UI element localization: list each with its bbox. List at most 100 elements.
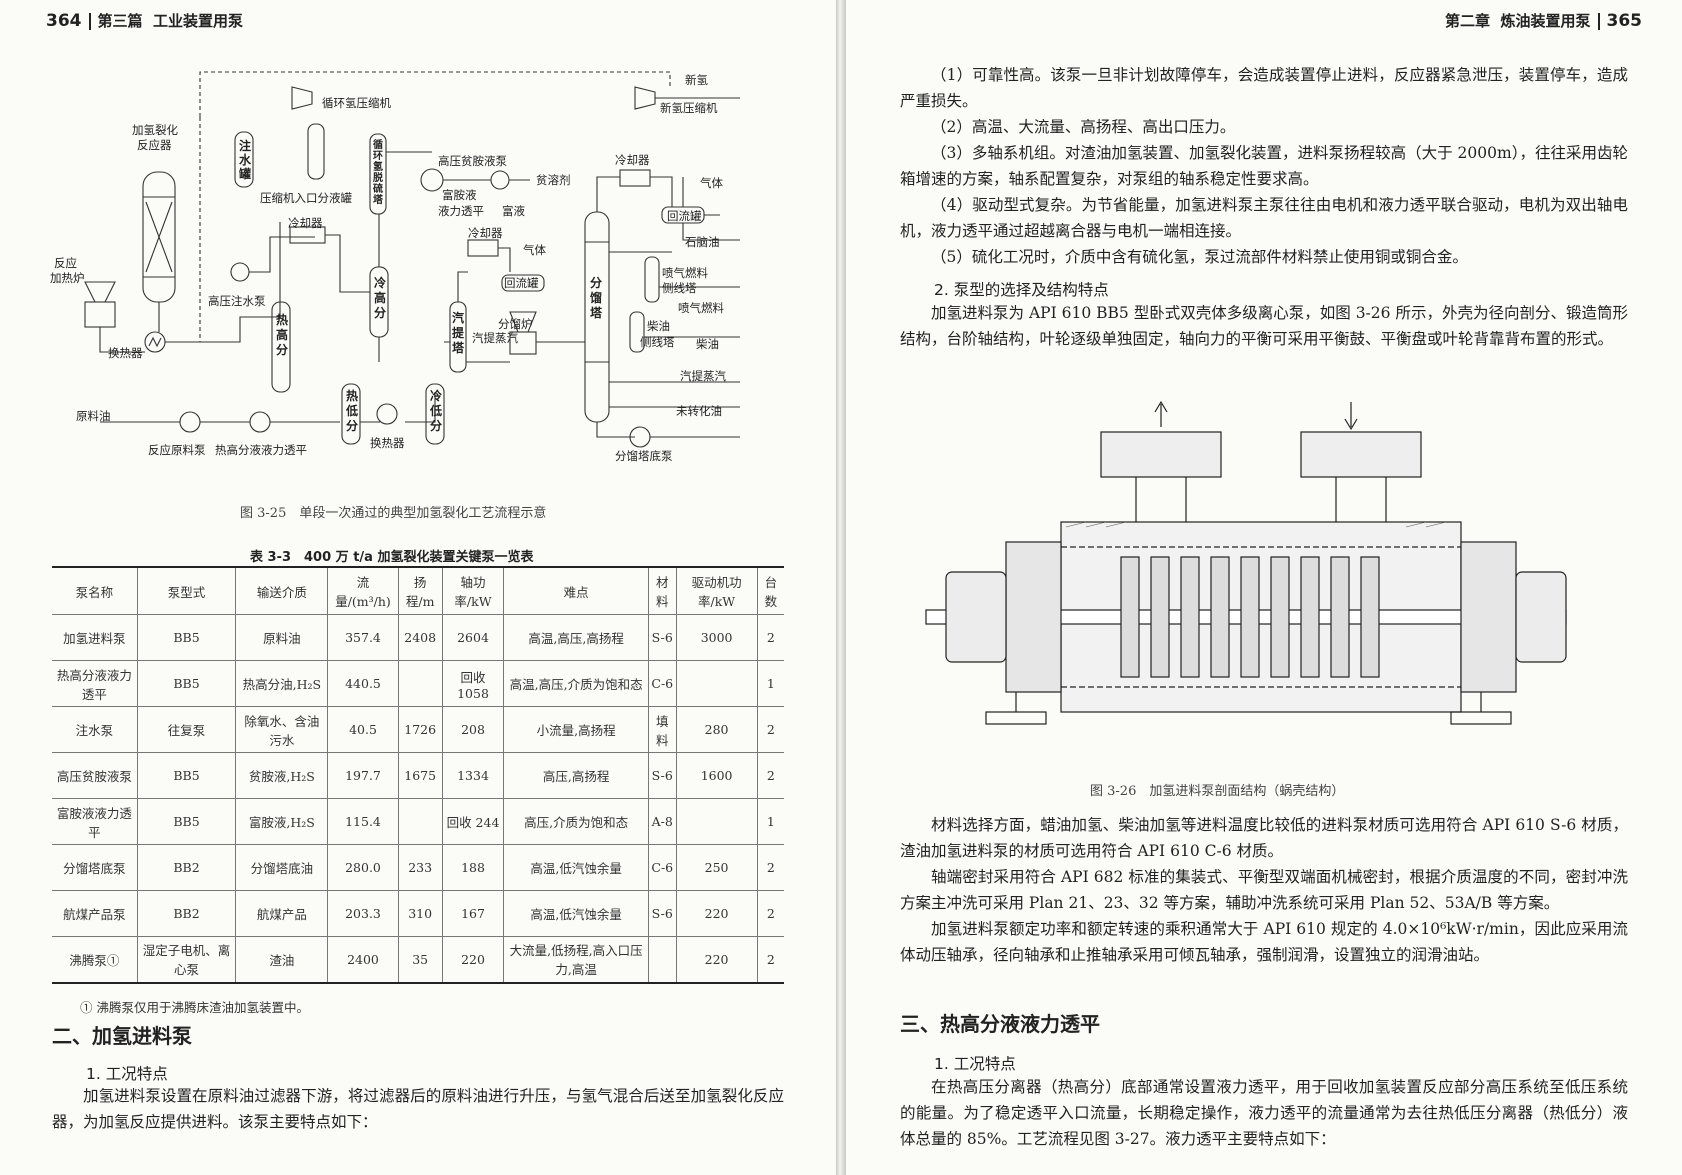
table-cell: 高温,高压,高扬程 (503, 614, 649, 661)
lbl-cold-hp-sep: 冷高分 (374, 275, 386, 320)
lbl-steam: 汽提蒸汽 (680, 369, 726, 383)
table-cell: 2 (756, 752, 784, 799)
lbl-feed-oil: 原料油 (76, 409, 111, 423)
table-cell: 2408 (397, 614, 443, 661)
lbl-cooler-1: 冷却器 (288, 216, 323, 230)
table-cell: BB2 (136, 890, 237, 937)
feed-pump-intro: 加氢进料泵设置在原料油过滤器下游，将过滤器后的原料油进行升压，与氢气混合后送至加… (52, 1087, 784, 1131)
lbl-naphtha: 石脑油 (685, 235, 720, 249)
table-header-cell: 台数 (756, 566, 784, 615)
table-header-cell: 难点 (503, 566, 649, 615)
table-cell: 2 (756, 706, 784, 753)
table-cell: 2 (756, 890, 784, 937)
lbl-furnace-2: 加热炉 (50, 271, 85, 285)
table-cell: 1675 (397, 752, 443, 799)
lbl-jet-side-1: 喷气燃料 (662, 266, 708, 280)
lbl-jet-fuel: 喷气燃料 (678, 301, 724, 315)
table-cell: 高温,低汽蚀余量 (503, 890, 649, 937)
table-cell: 高压,介质为饱和态 (503, 798, 649, 845)
lbl-recycle-compressor: 循环氢压缩机 (322, 96, 391, 110)
lbl-cold-lp-sep: 冷低分 (429, 388, 442, 433)
table-cell: 250 (675, 844, 758, 891)
table-cell: 沸腾泵① (52, 936, 138, 983)
table-cell: BB5 (136, 752, 237, 799)
lbl-desulf-tower: 循环氢脱硫塔 (373, 138, 384, 206)
table-header-cell: 材料 (647, 566, 677, 615)
subheading-turbine-conditions: 1. 工况特点 (934, 1055, 1016, 1073)
lbl-reflux-drum-2: 回流罐 (667, 209, 702, 223)
table-cell: 233 (397, 844, 443, 891)
lbl-lean-solvent: 贫溶剂 (536, 173, 571, 187)
table-cell: 航煤产品泵 (52, 890, 138, 937)
table-cell: BB5 (136, 614, 237, 661)
table-cell: 2 (756, 844, 784, 891)
lbl-cooler-3: 冷却器 (615, 153, 650, 167)
lbl-fract-furnace: 分馏炉 (498, 317, 533, 331)
table-cell: 分馏塔底油 (235, 844, 329, 891)
lbl-comp-inlet-drum: 压缩机入口分液罐 (260, 191, 352, 205)
table-cell: 大流量,低扬程,高入口压力,高温 (503, 936, 649, 983)
table-cell: 3000 (675, 614, 758, 661)
material-seal-power-paragraphs: 材料选择方面，蜡油加氢、柴油加氢等进料温度比较低的进料泵材质可选用符合 API … (900, 812, 1628, 968)
table-cell: 加氢进料泵 (52, 614, 138, 661)
table-cell: 贫胺液,H₂S (235, 752, 329, 799)
table-cell: A-8 (647, 798, 677, 845)
table-cell: 富胺液液力透平 (52, 798, 138, 845)
table-cell: 197.7 (327, 752, 399, 799)
lbl-rich-amine-2: 液力透平 (438, 204, 484, 218)
lbl-rich-amine-1: 富胺液 (442, 188, 477, 202)
table-cell (675, 798, 758, 845)
table-cell: 除氧水、含油污水 (235, 706, 329, 753)
table-cell: 357.4 (327, 614, 399, 661)
table-cell: BB2 (136, 844, 237, 891)
table-3-3-title: 表 3-3 400 万 t/a 加氢裂化装置关键泵一览表 (250, 550, 534, 565)
table-cell: 小流量,高扬程 (503, 706, 649, 753)
table-header-cell: 扬程/m (397, 566, 443, 615)
subheading-conditions: 1. 工况特点 (86, 1065, 168, 1083)
table-cell: 分馏塔底泵 (52, 844, 138, 891)
table-cell: 280 (675, 706, 758, 753)
table-cell: C-6 (647, 844, 677, 891)
lbl-feed-pump: 反应原料泵 (148, 443, 206, 457)
table-cell: 热高分油,H₂S (235, 660, 329, 707)
table-cell: 1600 (675, 752, 758, 799)
lbl-hp-water-pump: 高压注水泵 (208, 294, 266, 308)
table-cell: BB5 (136, 798, 237, 845)
lbl-fractionator: 分馏塔 (590, 275, 603, 320)
lbl-stripping-steam: 汽提蒸汽 (472, 331, 518, 345)
lbl-stripper: 汽提塔 (452, 310, 465, 355)
lbl-new-h2-compressor: 新氢压缩机 (660, 101, 718, 115)
table-cell (397, 798, 443, 845)
lbl-bottom-pump: 分馏塔底泵 (615, 449, 673, 463)
table-cell: 高压贫胺液泵 (52, 752, 138, 799)
lbl-reactor-1: 加氢裂化 (132, 123, 178, 137)
table-cell: C-6 (647, 660, 677, 707)
table-cell: S-6 (647, 752, 677, 799)
table-header-cell: 泵名称 (52, 566, 138, 615)
lbl-gas-2: 气体 (700, 176, 723, 190)
table-cell (647, 936, 677, 983)
feature-list: （1）可靠性高。该泵一旦非计划故障停车，会造成装置停止进料，反应器紧急泄压，装置… (900, 62, 1628, 270)
figure-3-25-caption: 图 3-25 单段一次通过的典型加氢裂化工艺流程示意 (240, 506, 547, 521)
lbl-rich-amine: 富液 (502, 204, 525, 218)
table-cell: 回收 244 (441, 798, 505, 845)
table-cell: 220 (675, 936, 758, 983)
lbl-water-tank: 注水罐 (238, 138, 252, 181)
table-header-cell: 轴功率/kW (441, 566, 505, 615)
lbl-new-h2: 新氢 (685, 73, 708, 87)
table-cell: 1334 (441, 752, 505, 799)
lbl-heat-exchanger-1: 换热器 (108, 346, 143, 360)
feature-item: （1）可靠性高。该泵一旦非计划故障停车，会造成装置停止进料，反应器紧急泄压，装置… (900, 66, 1628, 110)
table-cell: 208 (441, 706, 505, 753)
table-cell: 原料油 (235, 614, 329, 661)
hydrocracking-flow-diagram: 新氢 新氢压缩机 循环氢压缩机 加氢裂化 反应器 压缩机入口分液罐 高压贫胺液泵… (50, 71, 740, 463)
table-cell: 35 (397, 936, 443, 983)
